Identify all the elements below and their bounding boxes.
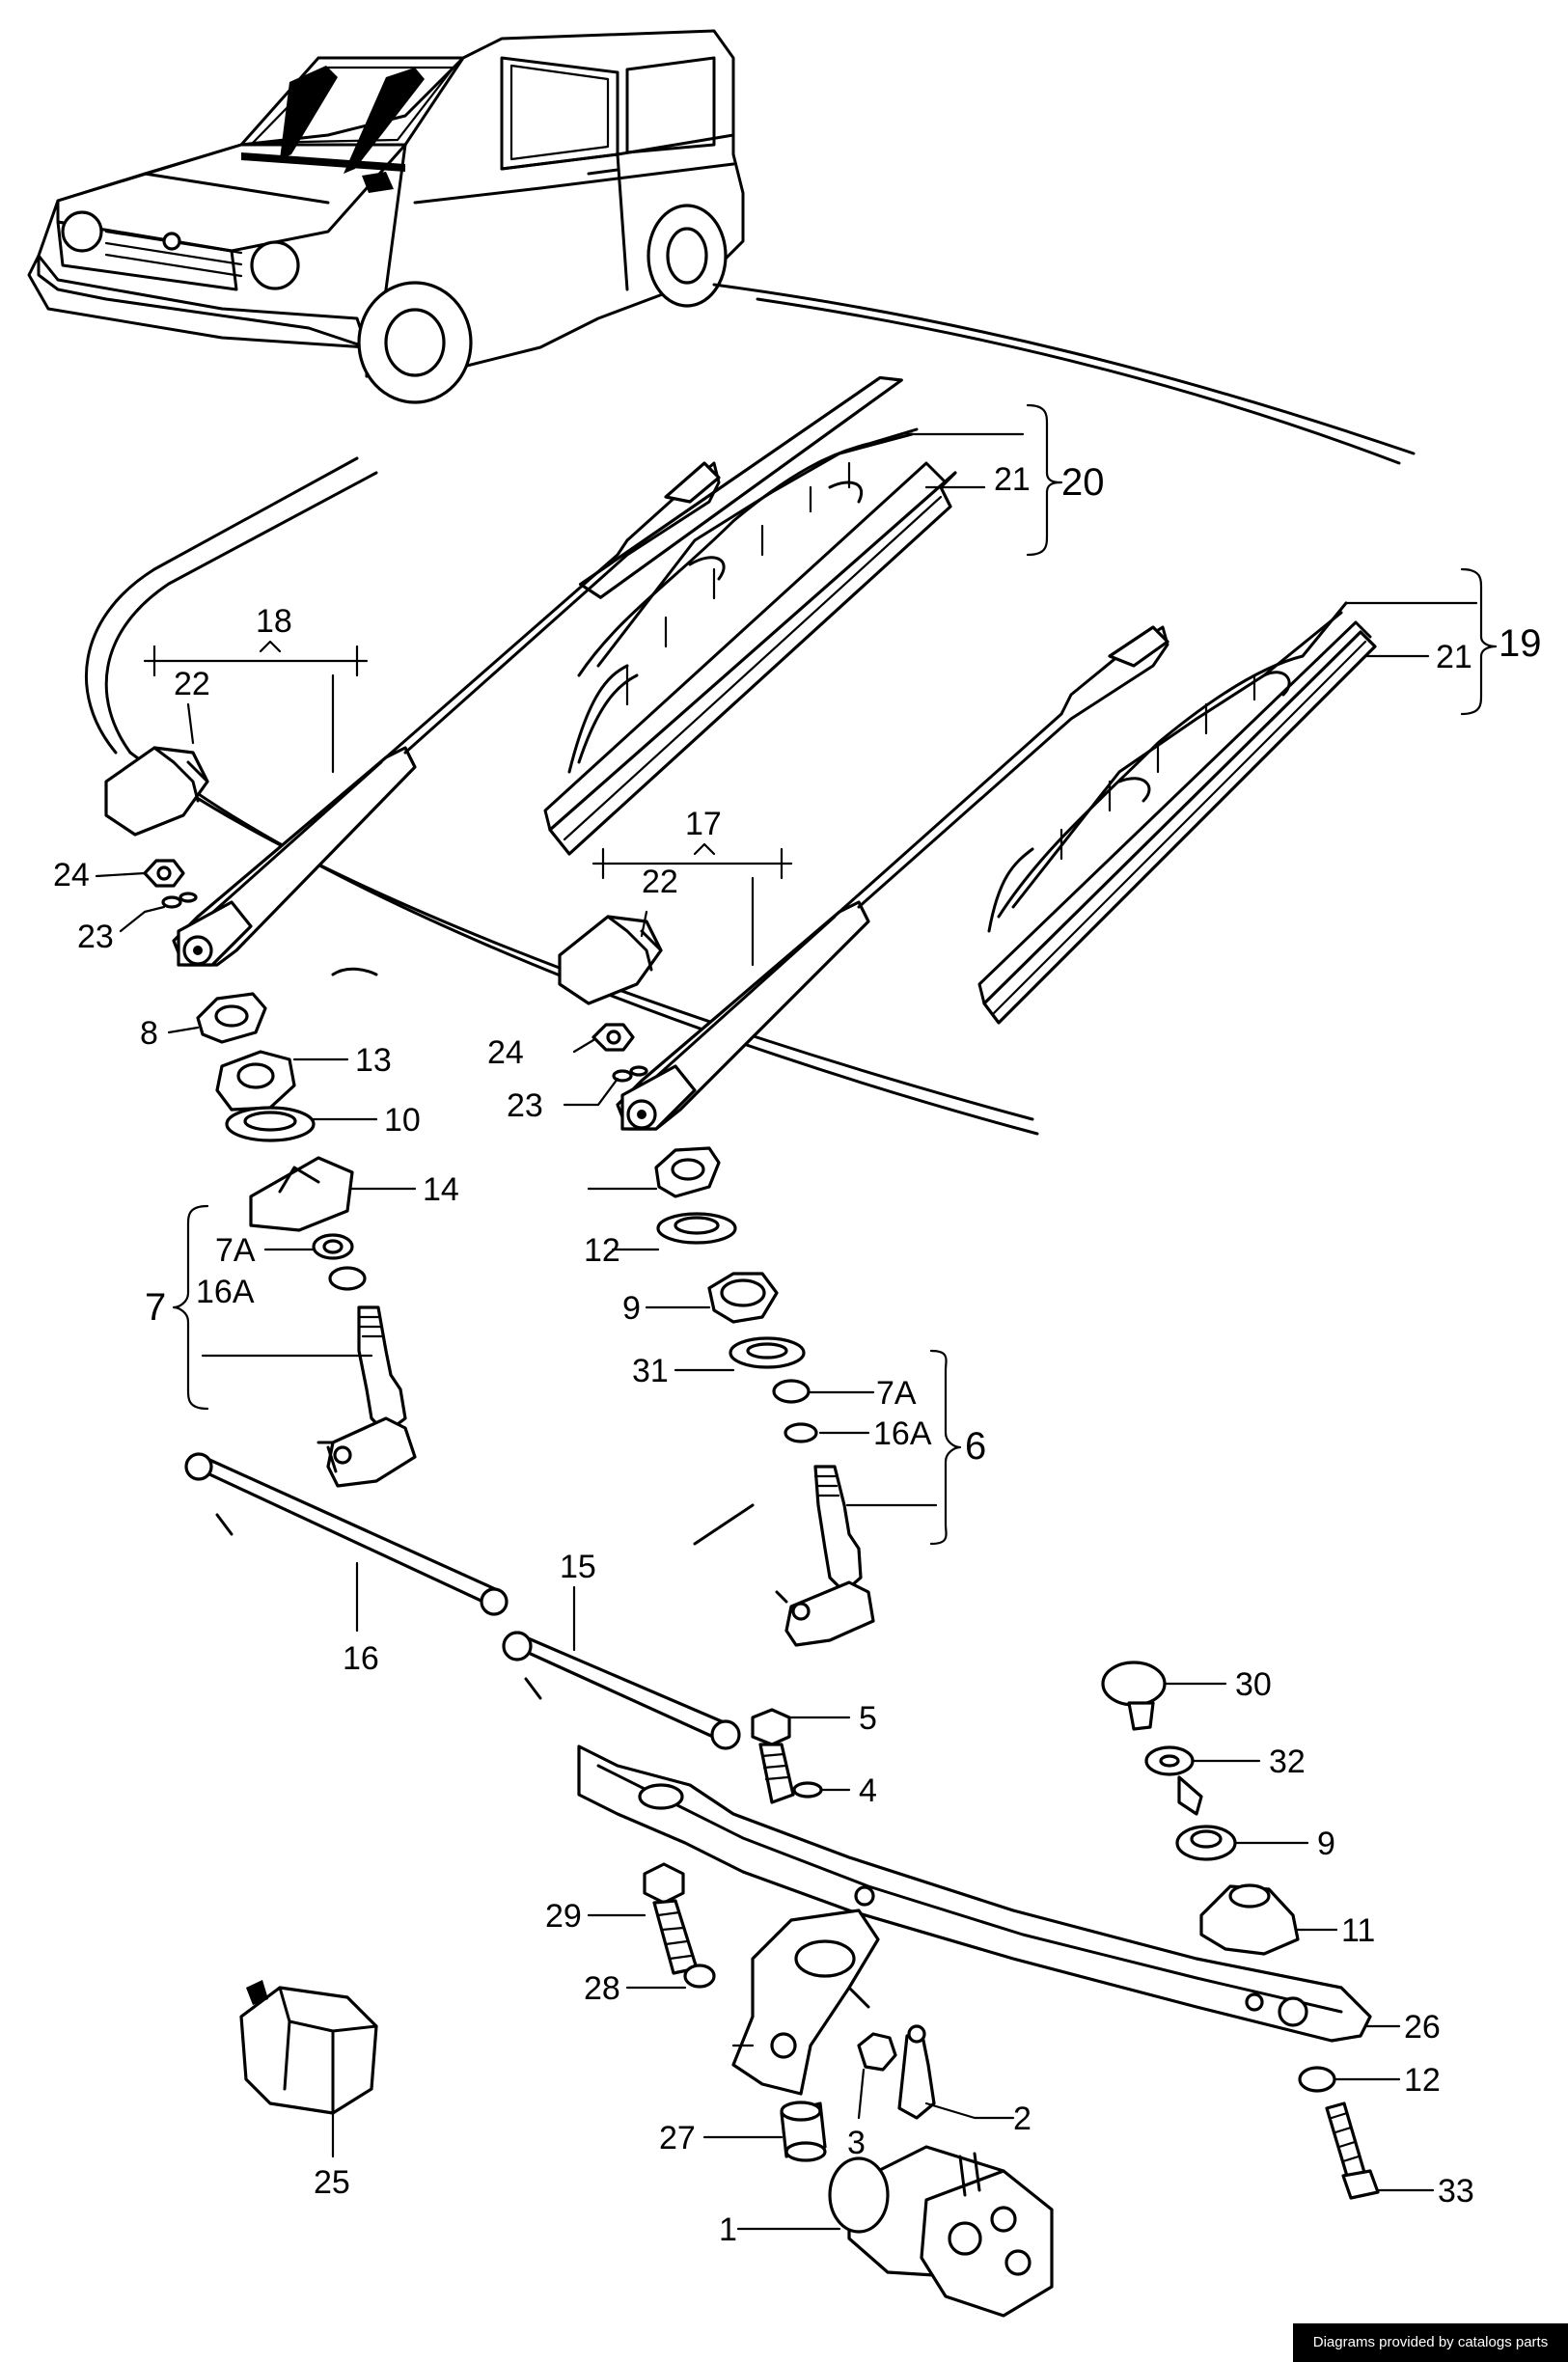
linkage-rod-16: [184, 1445, 509, 1616]
grommet-9-right: [1175, 1825, 1237, 1861]
linkage-rod-15: [502, 1503, 755, 1750]
label-22-left: 22: [174, 666, 210, 702]
label-26: 26: [1404, 2009, 1441, 2046]
label-9-mid: 9: [622, 1290, 641, 1327]
clip-2: [897, 2024, 936, 2120]
label-8-left: 8: [140, 1015, 158, 1052]
label-1: 1: [719, 2211, 737, 2248]
wiper-arm-left: [172, 461, 721, 967]
label-16: 16: [343, 1640, 379, 1677]
label-28: 28: [584, 1970, 620, 2007]
label-9-right: 9: [1317, 1826, 1335, 1862]
nut-3: [857, 2032, 897, 2072]
label-24-mid: 24: [487, 1034, 524, 1071]
label-25: 25: [314, 2164, 350, 2201]
car-illustration: [27, 29, 745, 404]
bearing-11: [1199, 1883, 1300, 1956]
bolt-5: [751, 1708, 795, 1804]
bolt-33: [1325, 2101, 1380, 2200]
label-22-mid: 22: [642, 864, 678, 900]
relay-25: [239, 1980, 378, 2115]
label-30: 30: [1235, 1666, 1272, 1703]
washer-28: [683, 1964, 716, 1989]
label-15: 15: [560, 1549, 596, 1585]
label-17: 17: [685, 806, 722, 842]
cap-mid: [558, 915, 663, 1005]
credit-banner: Diagrams provided by catalogs parts: [1293, 2323, 1568, 2362]
motor-bracket: [731, 1885, 880, 2096]
left-spindle-stack: [196, 967, 417, 1488]
cap-left: [104, 746, 209, 837]
label-11: 11: [1341, 1912, 1375, 1949]
braces: [172, 403, 1498, 1546]
label-27: 27: [659, 2120, 696, 2156]
label-13: 13: [355, 1042, 392, 1079]
windshield-outline: [85, 283, 1416, 1136]
label-3: 3: [847, 2125, 866, 2161]
wiper-arm-right: [616, 625, 1169, 1131]
label-24-left: 24: [53, 857, 90, 893]
label-23-mid: 23: [507, 1087, 543, 1124]
label-21-right: 21: [1436, 639, 1472, 675]
label-29: 29: [545, 1898, 582, 1935]
mid-spindle-stack: [654, 1146, 875, 1647]
label-7a-right: 7A: [876, 1375, 917, 1412]
nut-mid: [591, 1023, 648, 1083]
label-19: 19: [1499, 622, 1542, 665]
label-2: 2: [1013, 2101, 1032, 2137]
label-12-mid: 12: [584, 1232, 620, 1269]
nut-left: [143, 859, 198, 909]
label-23-left: 23: [77, 919, 114, 955]
washer-12-right: [1298, 2066, 1336, 2093]
wiper-blade-right: [977, 601, 1377, 1025]
label-31: 31: [632, 1353, 669, 1389]
label-5: 5: [859, 1700, 877, 1737]
leader-lines: [95, 432, 1478, 2231]
wiper-motor: [828, 2145, 1054, 2318]
label-20: 20: [1061, 461, 1105, 504]
label-7a-left: 7A: [215, 1232, 256, 1269]
label-16a-right: 16A: [873, 1415, 932, 1452]
label-10: 10: [384, 1102, 421, 1139]
label-16a-left: 16A: [196, 1274, 255, 1310]
washer-4: [792, 1781, 823, 1799]
label-33: 33: [1438, 2173, 1474, 2210]
label-21-top: 21: [994, 461, 1031, 498]
label-4: 4: [859, 1772, 877, 1809]
label-7: 7: [145, 1286, 166, 1329]
cap-30: [1101, 1661, 1167, 1731]
label-6: 6: [965, 1425, 986, 1468]
bolt-29: [643, 1862, 699, 1975]
part-labels: 21 20 21 19 18 22 24 23 17 22 24 23 8 13…: [53, 461, 1542, 2248]
wiper-frame: [577, 1744, 1372, 2043]
label-32: 32: [1269, 1744, 1306, 1780]
wiper-blade-left: [543, 375, 957, 856]
grommet-27: [780, 2101, 827, 2162]
washer-32: [1144, 1745, 1203, 1816]
label-12-right: 12: [1404, 2062, 1441, 2099]
label-18: 18: [256, 603, 292, 640]
label-14: 14: [423, 1171, 459, 1208]
